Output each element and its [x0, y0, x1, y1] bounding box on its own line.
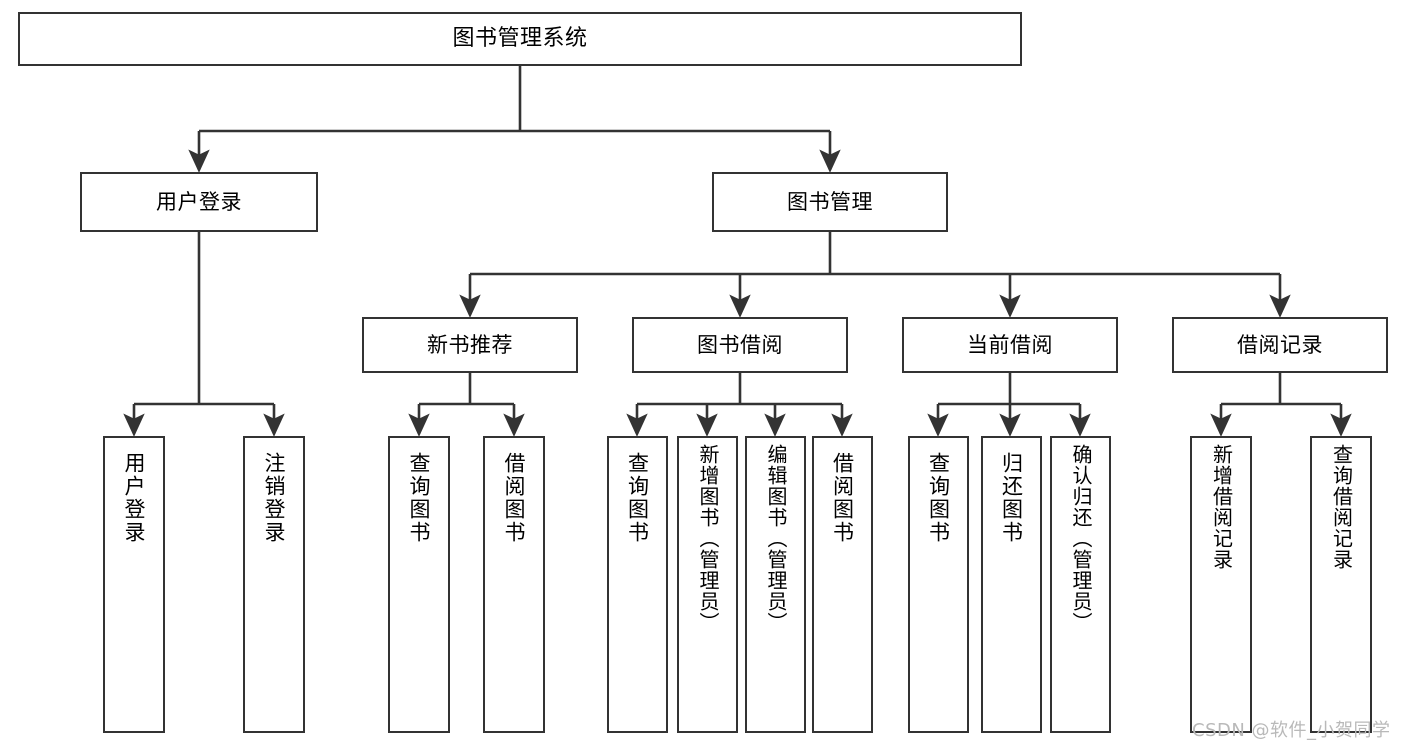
- node-new-book-recommend[interactable]: 新书推荐: [362, 317, 578, 373]
- node-current-borrow-label: 当前借阅: [967, 332, 1053, 357]
- node-leaf-user-login[interactable]: 用户登录: [103, 436, 165, 733]
- node-leaf-borrow-book-2[interactable]: 借阅图书: [812, 436, 873, 733]
- node-leaf-borrow-book-1[interactable]: 借阅图书: [483, 436, 545, 733]
- node-root-system[interactable]: 图书管理系统: [18, 12, 1022, 66]
- node-leaf-logout-label: 注销登录: [262, 452, 287, 544]
- node-book-borrow[interactable]: 图书借阅: [632, 317, 848, 373]
- node-leaf-borrow-book-1-label: 借阅图书: [502, 452, 527, 544]
- node-leaf-query-book-1-label: 查询图书: [407, 452, 432, 544]
- node-leaf-logout[interactable]: 注销登录: [243, 436, 305, 733]
- node-current-borrow[interactable]: 当前借阅: [902, 317, 1118, 373]
- node-leaf-query-book-3-label: 查询图书: [926, 452, 951, 544]
- node-leaf-query-borrow-record[interactable]: 查询借阅记录: [1310, 436, 1372, 733]
- node-book-borrow-label: 图书借阅: [697, 332, 783, 357]
- node-leaf-edit-book-label: 编辑图书（管理员）: [764, 444, 788, 633]
- node-leaf-query-book-1[interactable]: 查询图书: [388, 436, 450, 733]
- node-user-login[interactable]: 用户登录: [80, 172, 318, 232]
- node-book-manage[interactable]: 图书管理: [712, 172, 948, 232]
- node-leaf-return-book-label: 归还图书: [999, 452, 1024, 544]
- node-leaf-add-borrow-record[interactable]: 新增借阅记录: [1190, 436, 1252, 733]
- node-borrow-record[interactable]: 借阅记录: [1172, 317, 1388, 373]
- node-borrow-record-label: 借阅记录: [1237, 332, 1323, 357]
- node-leaf-user-login-label: 用户登录: [122, 452, 147, 544]
- node-book-manage-label: 图书管理: [787, 189, 873, 214]
- node-leaf-add-book-label: 新增图书（管理员）: [696, 444, 720, 633]
- csdn-watermark: CSDN @软件_小贺同学: [1192, 720, 1391, 741]
- node-leaf-query-book-2[interactable]: 查询图书: [607, 436, 668, 733]
- node-leaf-confirm-return[interactable]: 确认归还（管理员）: [1050, 436, 1111, 733]
- node-leaf-query-book-2-label: 查询图书: [625, 452, 650, 544]
- node-leaf-add-borrow-record-label: 新增借阅记录: [1209, 444, 1234, 570]
- node-new-book-recommend-label: 新书推荐: [427, 332, 513, 357]
- node-leaf-query-borrow-record-label: 查询借阅记录: [1329, 444, 1354, 570]
- node-leaf-add-book[interactable]: 新增图书（管理员）: [677, 436, 738, 733]
- node-leaf-return-book[interactable]: 归还图书: [981, 436, 1042, 733]
- node-user-login-label: 用户登录: [156, 189, 242, 214]
- node-leaf-query-book-3[interactable]: 查询图书: [908, 436, 969, 733]
- node-leaf-edit-book[interactable]: 编辑图书（管理员）: [745, 436, 806, 733]
- node-leaf-borrow-book-2-label: 借阅图书: [830, 452, 855, 544]
- node-root-system-label: 图书管理系统: [452, 26, 588, 52]
- node-leaf-confirm-return-label: 确认归还（管理员）: [1069, 444, 1093, 633]
